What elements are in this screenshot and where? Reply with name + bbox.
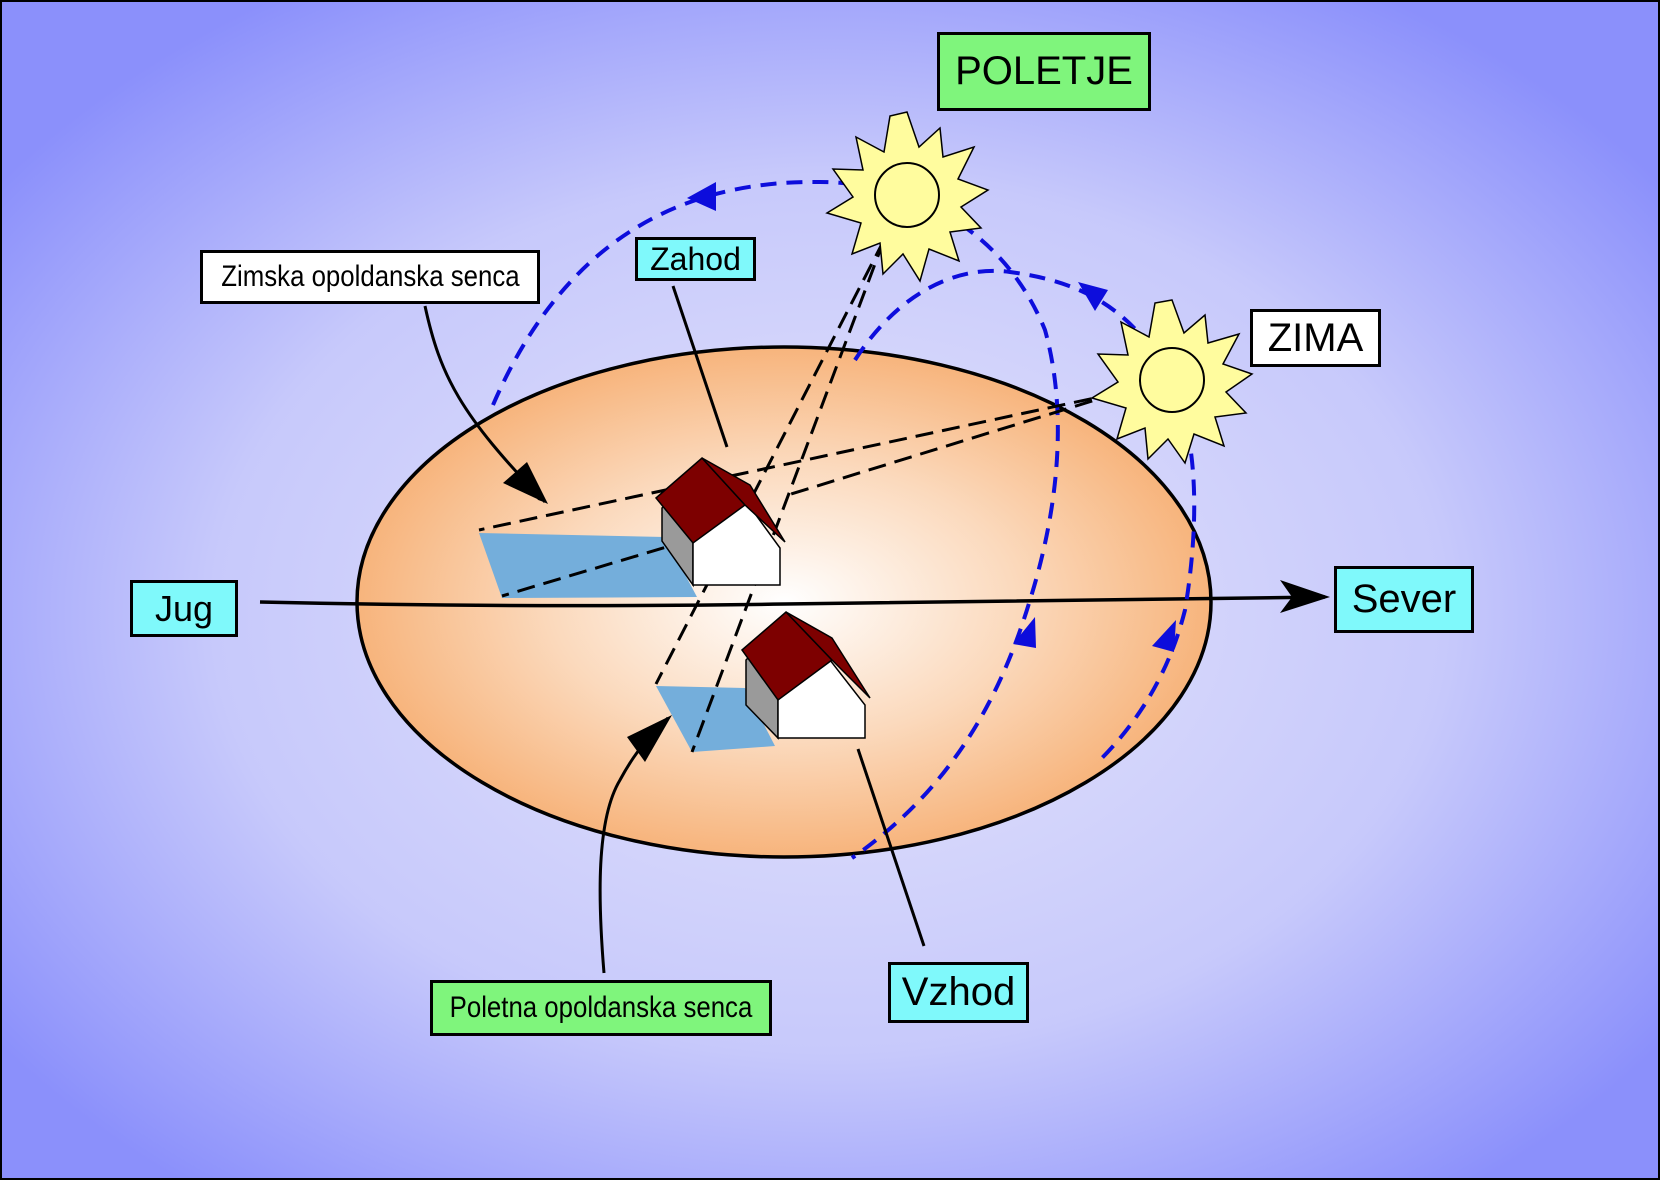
- winter-shadow-arrowhead: [503, 462, 548, 504]
- label-poletna-opoldanska-senca: Poletna opoldanska senca: [430, 980, 772, 1036]
- label-zima: ZIMA: [1250, 309, 1381, 367]
- label-poletje: POLETJE: [937, 32, 1151, 111]
- south-north-axis: [259, 595, 1326, 608]
- winter-noon-shadow: [479, 533, 697, 598]
- label-sever: Sever: [1334, 566, 1474, 633]
- summer-path-arrowhead-top: [687, 182, 716, 211]
- winter-shadow-arrow: [423, 305, 547, 504]
- summer-sun-icon: [825, 111, 990, 283]
- ground-plane: [355, 345, 1213, 859]
- winter-ray-3: [501, 538, 691, 598]
- label-zimska-opoldanska-senca: Zimska opoldanska senca: [200, 250, 540, 304]
- label-jug: Jug: [130, 580, 238, 637]
- summer-ray-1: [654, 239, 886, 685]
- winter-sun-icon: [1090, 299, 1254, 465]
- summer-path-arrowhead-bottom: [1013, 617, 1036, 648]
- summer-ray-2: [690, 239, 886, 753]
- house-winter: [654, 456, 786, 588]
- zahod-pointer: [671, 285, 729, 448]
- summer-sun-path: [491, 179, 1060, 860]
- winter-ray-2: [787, 391, 1119, 497]
- winter-ray-1: [478, 391, 1119, 532]
- vzhod-pointer: [856, 748, 926, 947]
- winter-path-arrowhead-bottom: [1152, 620, 1176, 652]
- winter-path-arrowhead-top: [1078, 282, 1108, 311]
- north-arrowhead: [1280, 580, 1330, 613]
- house-summer: [740, 610, 871, 740]
- label-vzhod: Vzhod: [888, 962, 1029, 1023]
- summer-shadow-arrowhead: [627, 715, 672, 762]
- label-zahod: Zahod: [635, 237, 756, 281]
